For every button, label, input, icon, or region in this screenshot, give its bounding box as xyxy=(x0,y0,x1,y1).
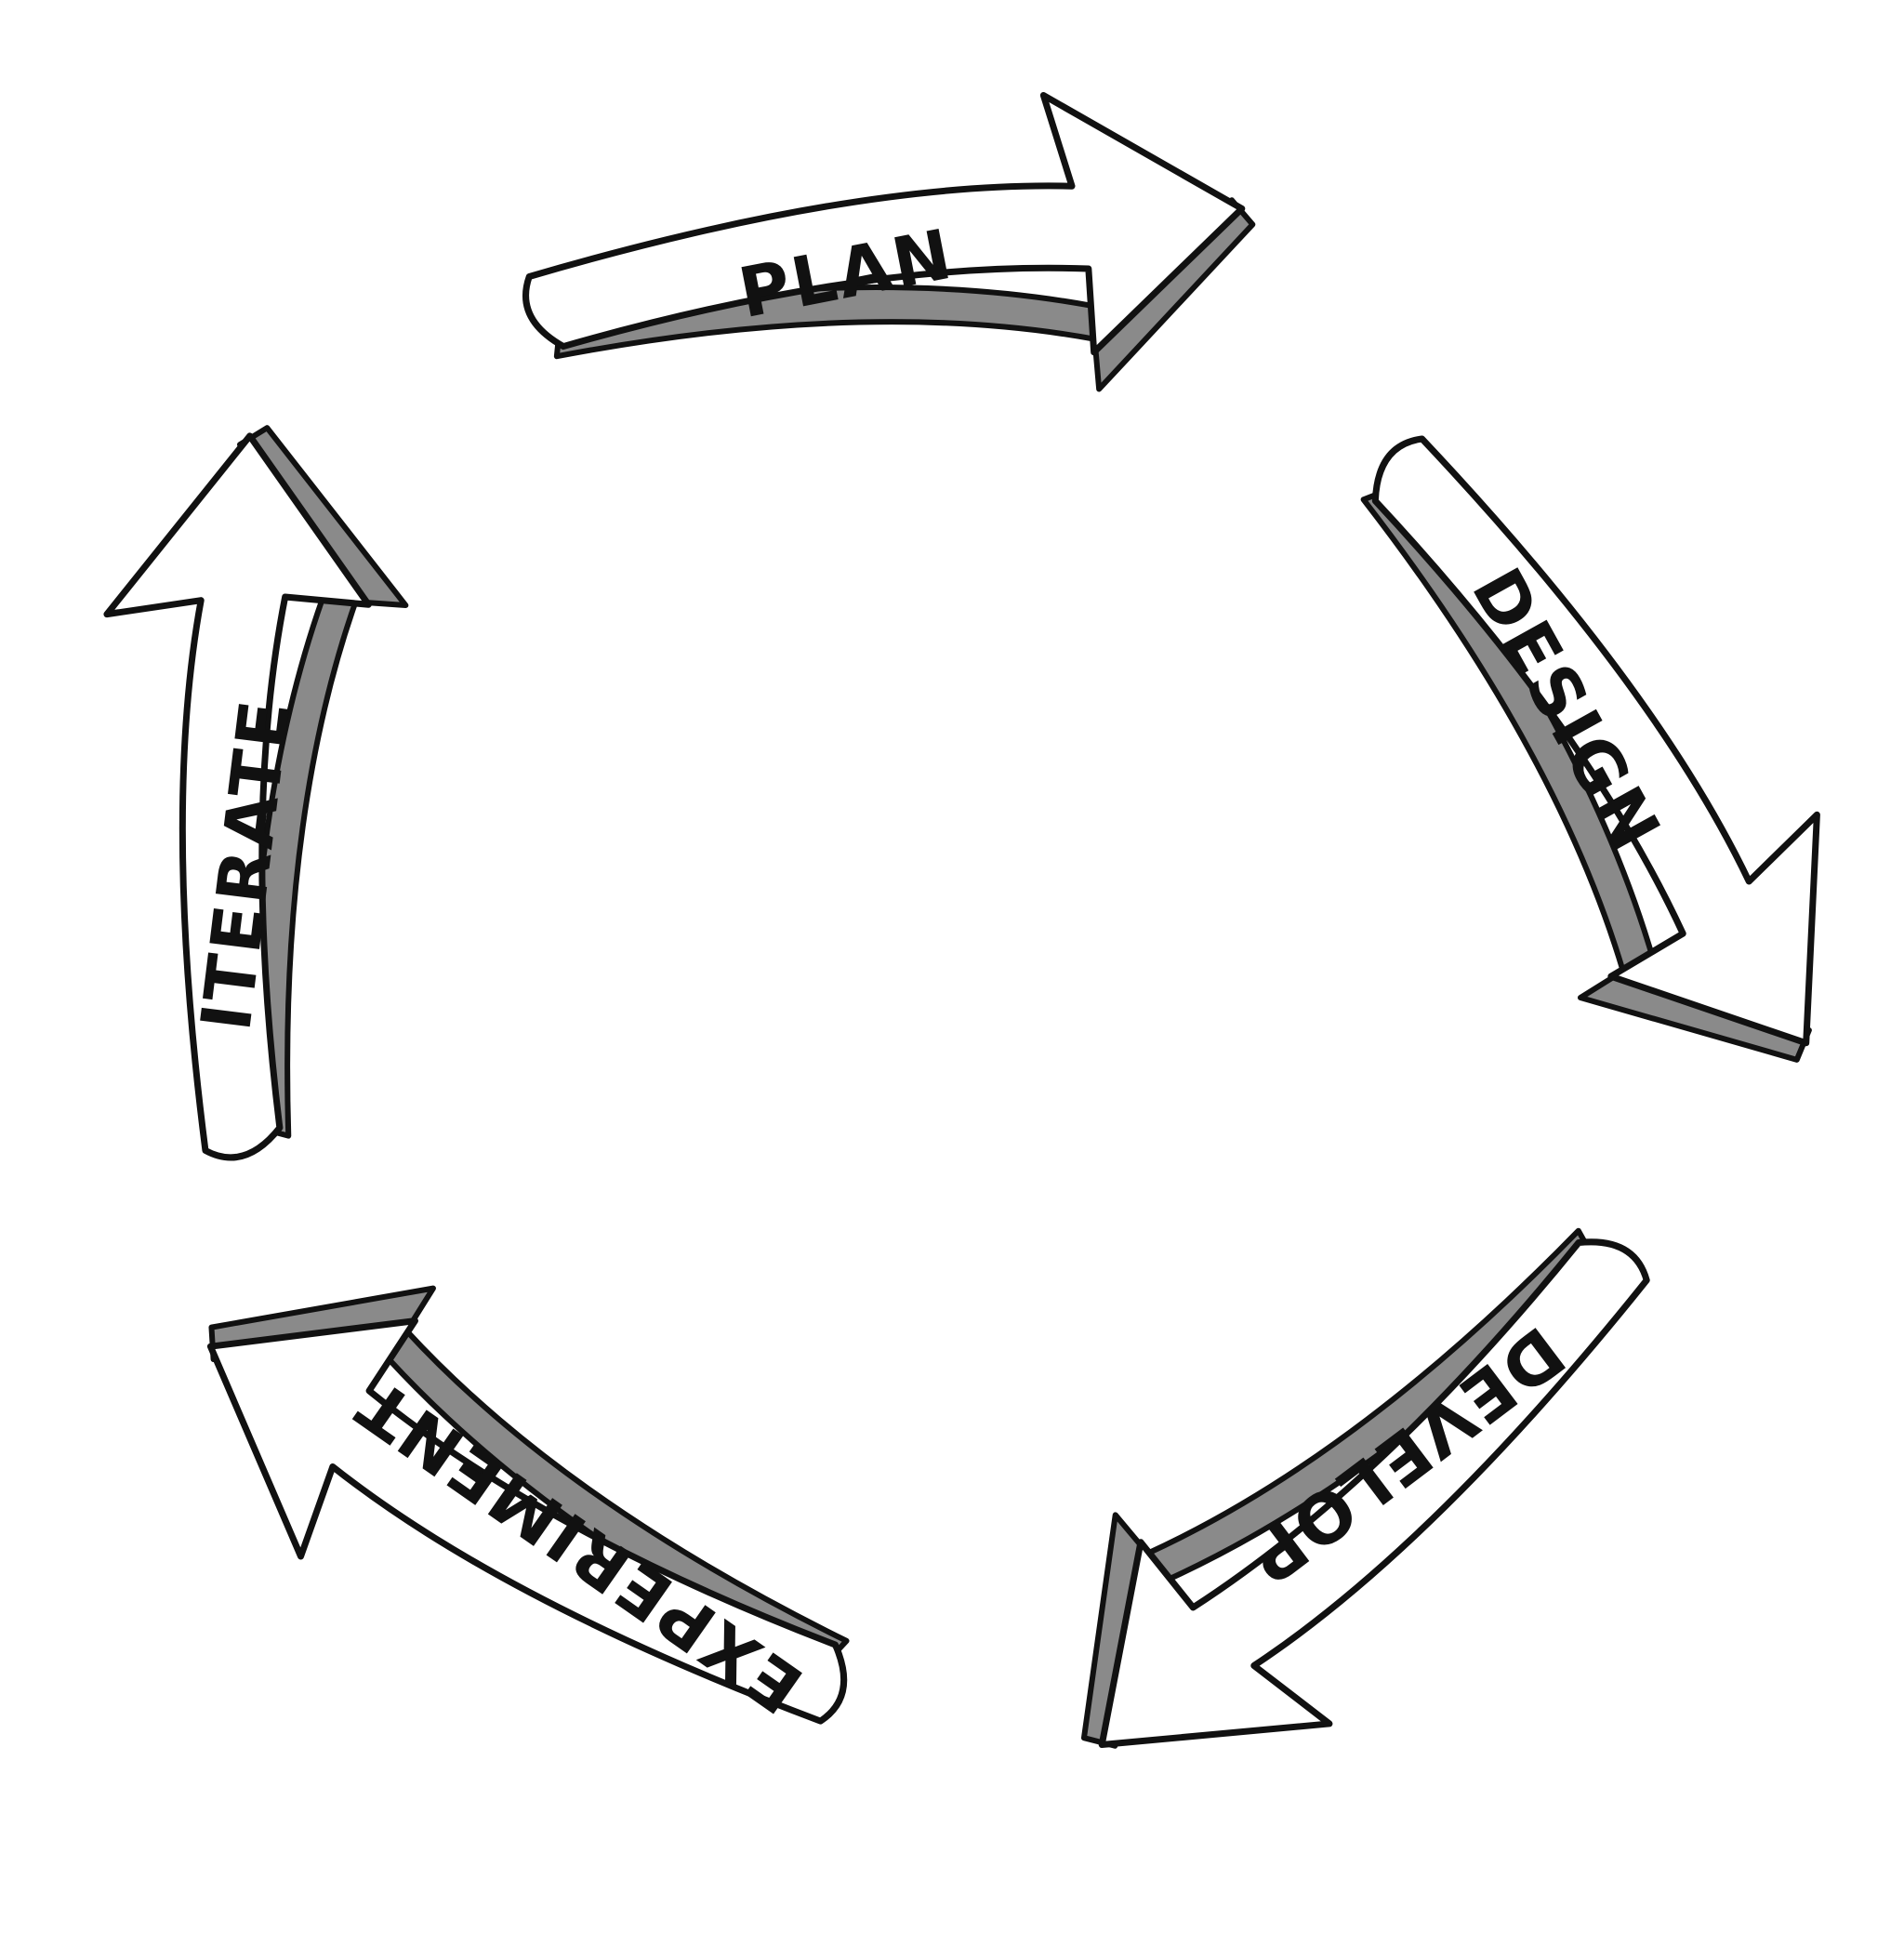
arrow-experiment: EXPERIMENT xyxy=(134,1199,911,1839)
arrow-iterate: ITERATE xyxy=(70,417,417,1167)
arrow-plan: PLAN xyxy=(512,78,1266,438)
label-develop: DEVELOP xyxy=(1232,1311,1579,1600)
arrow-design: DESIGN xyxy=(1282,363,1904,1140)
label-experiment: EXPERIMENT xyxy=(342,1362,817,1728)
arrow-develop: DEVELOP xyxy=(987,1153,1739,1850)
